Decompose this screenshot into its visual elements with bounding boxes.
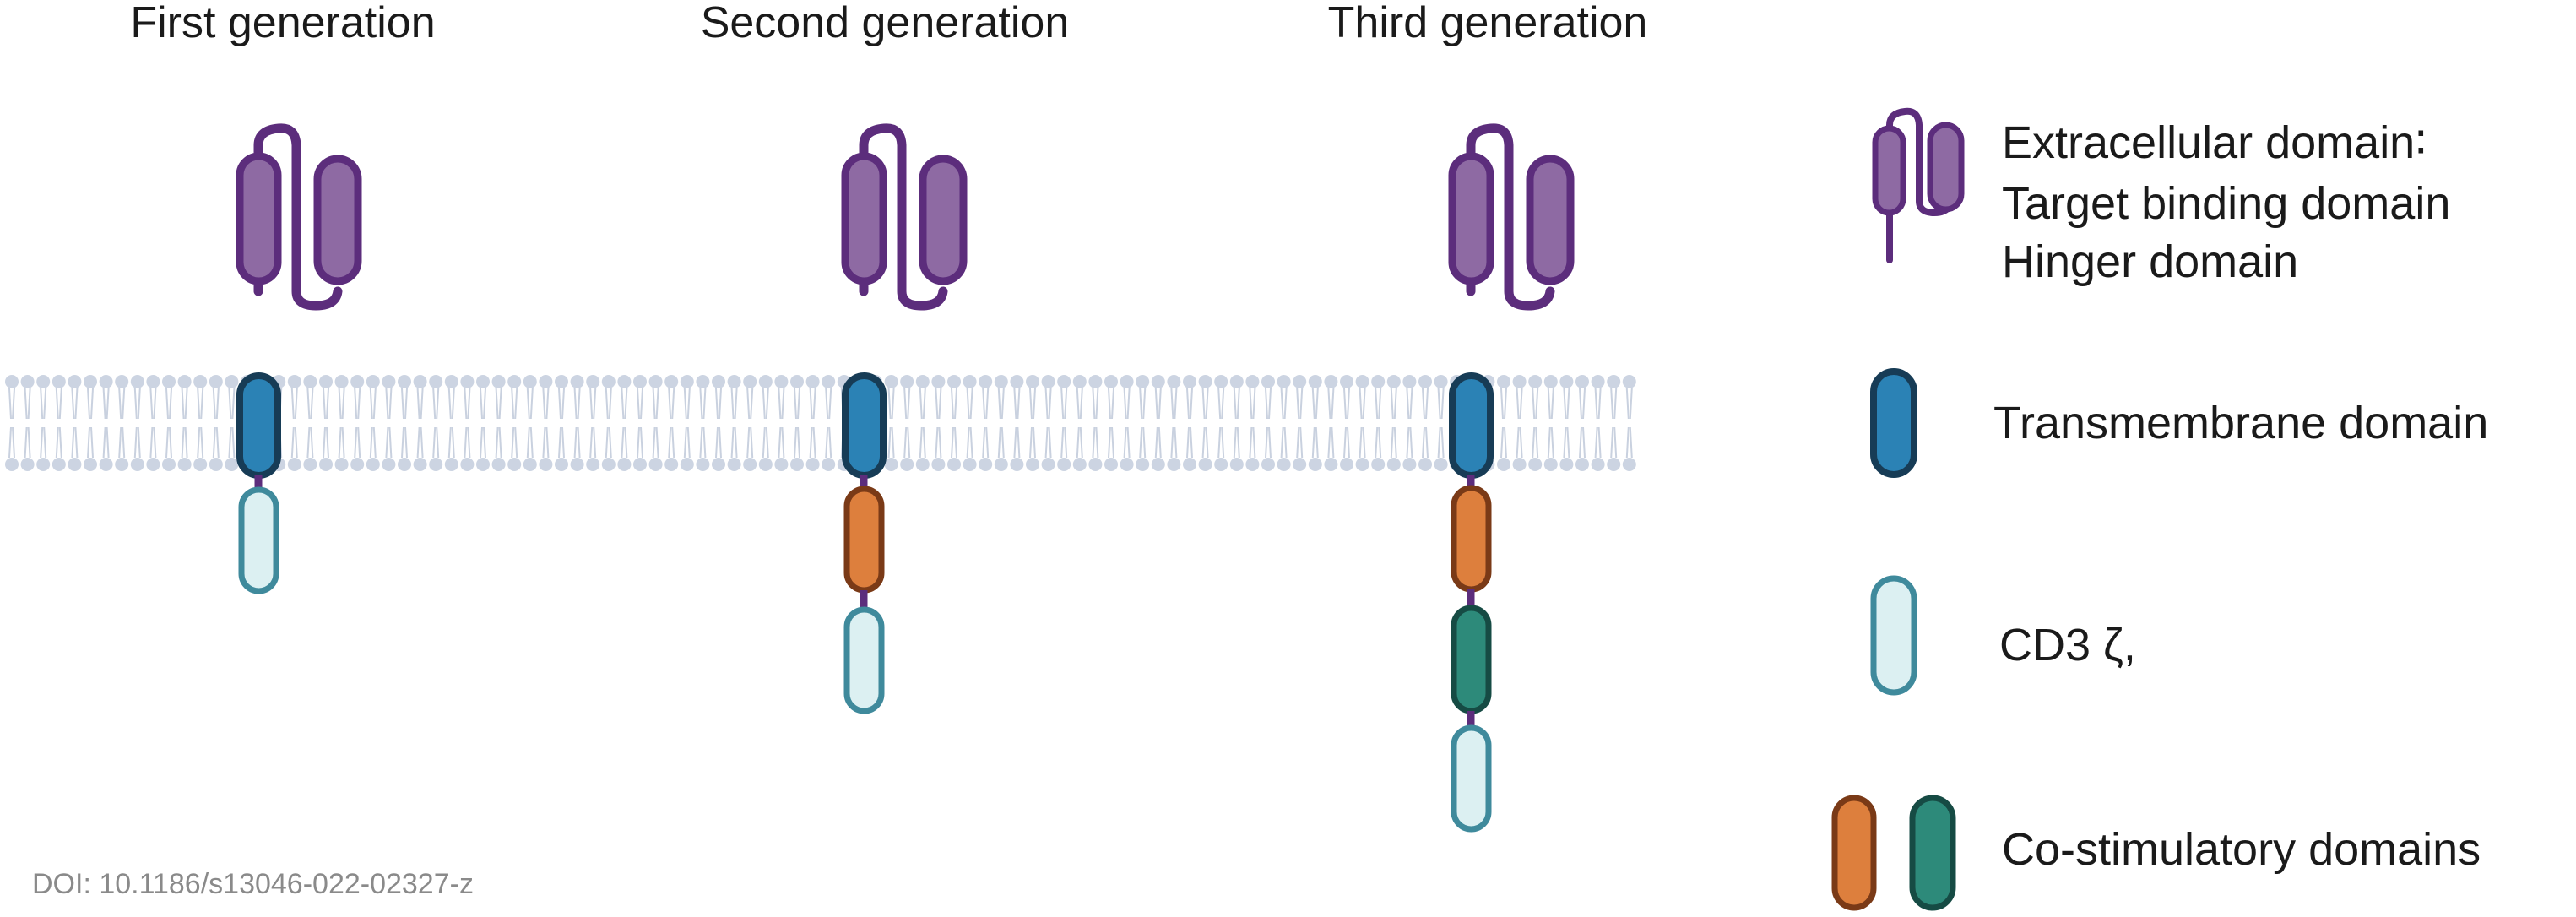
legend-transmembrane-icon — [1870, 368, 1917, 478]
doi-caption: DOI: 10.1186/s13046-022-02327-z — [32, 868, 474, 900]
transmembrane-domain — [842, 372, 887, 479]
first-generation-title: First generation — [130, 0, 435, 47]
costimulatory-domain-orange — [843, 486, 885, 594]
extracellular-domain-icon — [841, 123, 968, 311]
cd3-zeta-domain — [843, 606, 885, 714]
transmembrane-domain — [236, 372, 281, 479]
transmembrane-domain — [1449, 372, 1494, 479]
legend-cd3z-label: CD3 ζ, — [1999, 620, 2136, 670]
legend-extracellular-line2: Target binding domain — [2002, 178, 2450, 229]
legend-costim-teal-icon — [1909, 795, 1956, 911]
extracellular-domain-icon — [236, 123, 362, 311]
third-generation-title: Third generation — [1328, 0, 1648, 47]
legend-costim-orange-icon — [1831, 795, 1877, 911]
legend-transmembrane-label: Transmembrane domain — [1993, 398, 2488, 448]
costimulatory-domain-orange — [1451, 485, 1492, 593]
cd3-zeta-domain — [1451, 724, 1492, 833]
legend-extracellular-icon — [1872, 107, 1965, 263]
extracellular-domain-icon — [1448, 123, 1575, 311]
legend: Extracellular domain∶ Target binding dom… — [1831, 107, 2488, 911]
cd3-zeta-domain — [238, 486, 279, 594]
second-generation-title: Second generation — [701, 0, 1070, 47]
legend-extracellular-line1: Extracellular domain∶ — [2002, 117, 2427, 168]
legend-extracellular-line3: Hinger domain — [2002, 236, 2298, 287]
second-generation-car — [841, 123, 968, 714]
costimulatory-domain-teal — [1451, 605, 1492, 714]
legend-costimulatory-label: Co-stimulatory domains — [2002, 824, 2481, 875]
legend-cd3z-icon — [1870, 575, 1917, 696]
first-generation-car — [236, 123, 362, 594]
third-generation-car — [1448, 123, 1575, 833]
